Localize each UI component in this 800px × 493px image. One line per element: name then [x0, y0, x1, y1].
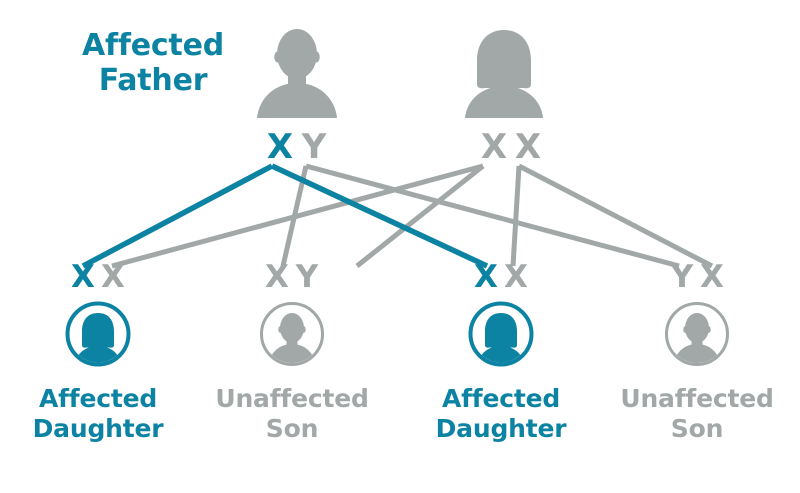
- child-3-caption: Affected Daughter: [421, 384, 581, 444]
- child-2-genotype: X Y: [212, 262, 372, 293]
- child-4: Y X Unaffected Son: [617, 262, 777, 444]
- child-3-genotype: X X: [421, 262, 581, 293]
- male-circle-icon: [259, 301, 325, 367]
- mother-allele-2: X: [514, 127, 542, 167]
- child-3-caption-line2: Daughter: [435, 414, 567, 443]
- child-1-caption-line1: Affected: [38, 384, 158, 413]
- line-father-X-to-child1: [81, 163, 274, 269]
- child-3-allele-2: X: [504, 259, 528, 295]
- child-2-caption-line2: Son: [265, 414, 319, 443]
- child-3-allele-1: X: [474, 259, 498, 295]
- child-1: X X Affected Daughter: [18, 262, 178, 444]
- child-4-caption-line1: Unaffected: [620, 384, 774, 413]
- child-2: X Y Unaffected Son: [212, 262, 372, 444]
- child-4-allele-1: Y: [670, 259, 694, 295]
- father-genotype: X Y: [252, 130, 342, 164]
- child-1-genotype: X X: [18, 262, 178, 293]
- child-4-genotype: Y X: [617, 262, 777, 293]
- father-label-line2: Father: [98, 63, 208, 98]
- father-allele-1: X: [266, 127, 294, 167]
- child-1-allele-2: X: [101, 259, 125, 295]
- child-2-caption: Unaffected Son: [212, 384, 372, 444]
- child-3: X X Affected Daughter: [421, 262, 581, 444]
- line-mother-X1-to-child2: [355, 164, 485, 268]
- line-mother-X2-to-child3: [510, 165, 522, 267]
- mother-genotype: X X: [466, 130, 556, 164]
- female-circle-icon: [65, 301, 131, 367]
- female-circle-icon: [468, 301, 534, 367]
- child-2-allele-2: Y: [295, 259, 319, 295]
- female-silhouette-icon: [461, 26, 547, 118]
- father-label: Affected Father: [58, 28, 248, 98]
- male-circle-icon: [664, 301, 730, 367]
- child-4-caption-line2: Son: [670, 414, 724, 443]
- line-mother-X2-to-child4: [517, 163, 714, 269]
- child-1-caption-line2: Daughter: [32, 414, 164, 443]
- line-father-X-to-child3: [270, 163, 489, 269]
- mother-allele-1: X: [480, 127, 508, 167]
- child-1-allele-1: X: [71, 259, 95, 295]
- child-2-caption-line1: Unaffected: [215, 384, 369, 413]
- child-2-allele-1: X: [265, 259, 289, 295]
- child-4-allele-2: X: [700, 259, 724, 295]
- father-label-line1: Affected: [81, 28, 224, 63]
- line-father-Y-to-child2: [280, 165, 309, 267]
- child-4-caption: Unaffected Son: [617, 384, 777, 444]
- child-1-caption: Affected Daughter: [18, 384, 178, 444]
- father-allele-2: Y: [301, 127, 327, 167]
- child-3-caption-line1: Affected: [441, 384, 561, 413]
- line-mother-X1-to-child1: [111, 163, 484, 269]
- line-father-Y-to-child4: [305, 163, 680, 269]
- male-silhouette-icon: [255, 26, 339, 118]
